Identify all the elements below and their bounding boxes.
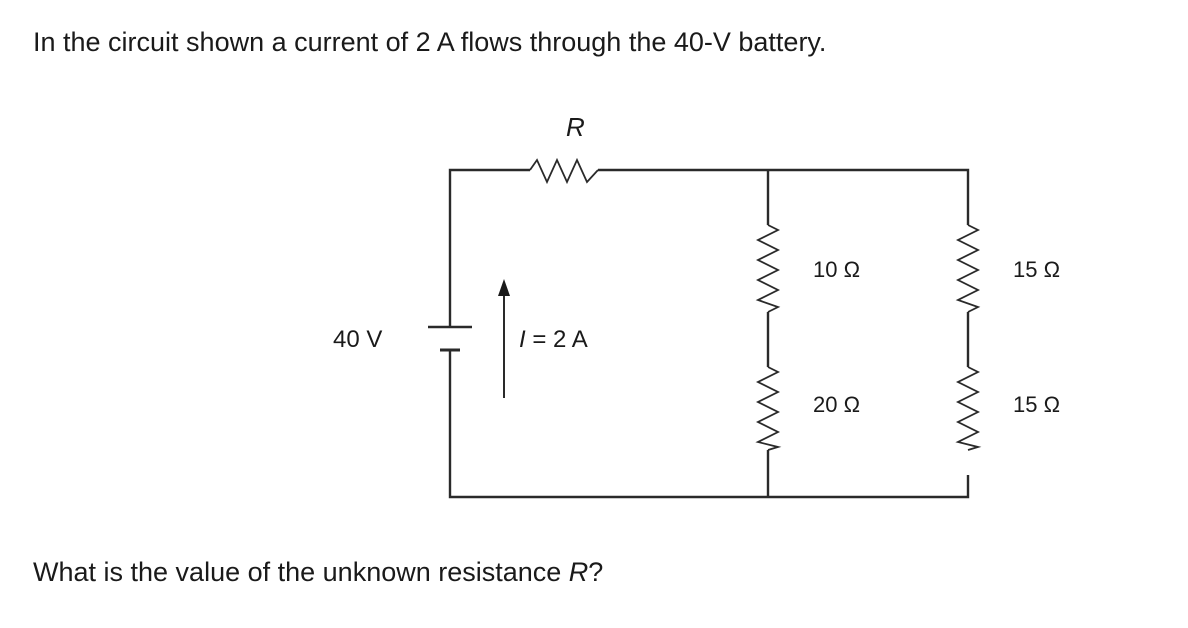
current-arrow-icon [498, 279, 510, 398]
resistor-20-ohm-label: 20 Ω [813, 392, 860, 417]
resistor-r-label: R [566, 112, 585, 142]
question-variable: R [568, 557, 589, 587]
resistor-15-ohm-bottom [955, 366, 982, 451]
left-wire [448, 168, 970, 499]
current-variable: I [519, 326, 526, 353]
question-start: What is the value of the unknown resista… [33, 557, 569, 587]
resistor-15-ohm-top-label: 15 Ω [1013, 257, 1060, 282]
current-label: I = 2 A [519, 326, 588, 353]
resistor-10-ohm [755, 224, 781, 313]
question-text: What is the value of the unknown resista… [33, 557, 603, 588]
question-end: ? [588, 557, 604, 587]
resistor-20-ohm [755, 366, 782, 451]
battery [428, 325, 472, 352]
resistor-15-ohm-top [955, 224, 981, 313]
intro-text: In the circuit shown a current of 2 A fl… [33, 27, 827, 57]
resistor-15-ohm-bottom-label: 15 Ω [1013, 392, 1060, 417]
resistor-10-ohm-label: 10 Ω [813, 257, 860, 282]
top-wire [598, 168, 970, 225]
resistor-r [529, 157, 599, 185]
battery-label: 40 V [333, 326, 382, 353]
current-value: = 2 A [526, 326, 588, 353]
